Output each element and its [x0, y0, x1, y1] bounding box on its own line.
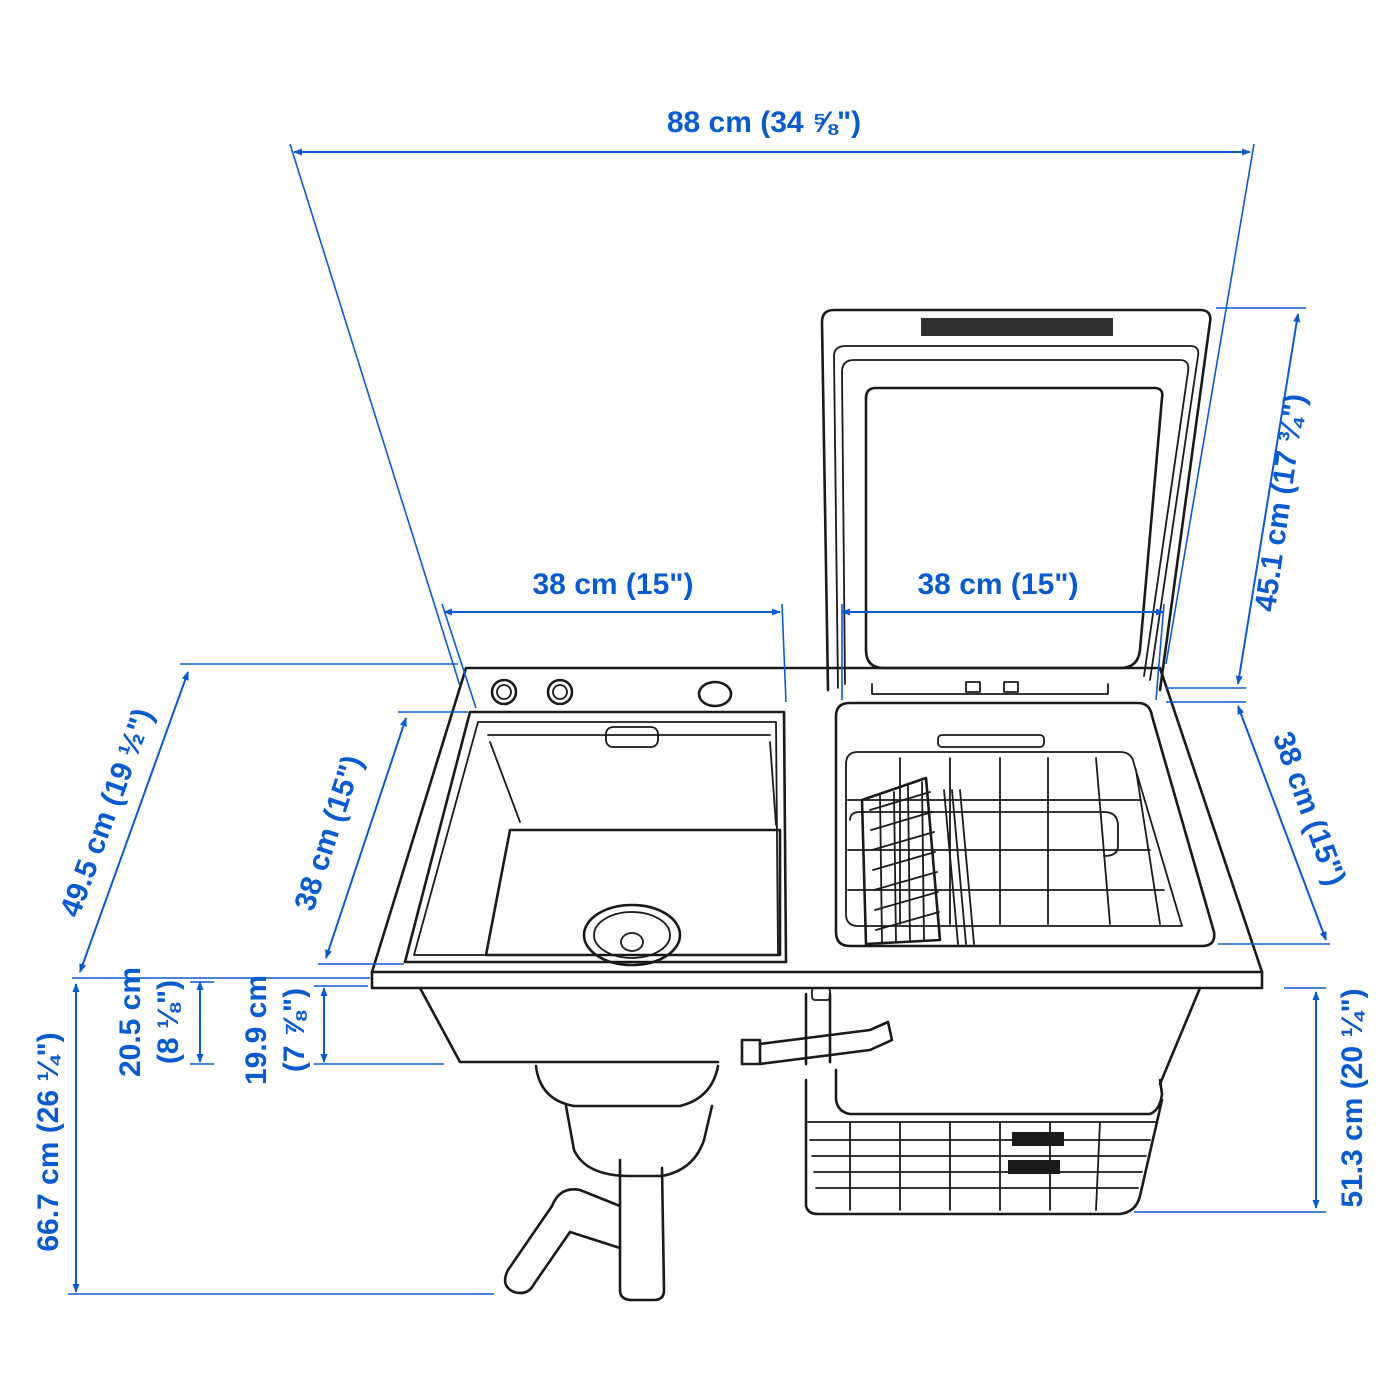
dishwasher-tub [834, 701, 1216, 948]
sink-unit-illustration [370, 308, 1264, 1302]
sink-drain [582, 903, 682, 967]
sink-bowl [403, 678, 788, 967]
sink-bowl-depth-label: 38 cm (15") [288, 751, 369, 914]
dishwasher-height-label: 51.3 cm (20 ¼") [1336, 988, 1369, 1207]
dishwasher-width-label: 38 cm (15") [918, 568, 1079, 601]
sink-bowl-width-label: 38 cm (15") [533, 568, 694, 601]
dimension-lines [68, 143, 1330, 1295]
mounting-bracket [740, 987, 894, 1066]
bowl-height-cm-label: 19.9 cm [240, 975, 273, 1085]
dishwasher-body [804, 1068, 1164, 1216]
sink-height-cm-label: 20.5 cm [114, 967, 147, 1077]
total-width-label: 88 cm (34 ⅝") [667, 106, 861, 139]
lid-height-label: 45.1 cm (17 ¾") [1249, 392, 1312, 614]
dishwasher-lid [820, 308, 1212, 695]
bowl-height-in-label: (7 ⅞") [278, 988, 311, 1072]
dishwasher-depth-label: 38 cm (15") [1266, 727, 1352, 890]
total-height-label: 66.7 cm (26 ¼") [32, 1032, 65, 1251]
total-depth-label: 49.5 cm (19 ½") [54, 704, 160, 921]
drain-trap [503, 1064, 720, 1302]
sink-height-in-label: (8 ⅛") [152, 980, 185, 1064]
